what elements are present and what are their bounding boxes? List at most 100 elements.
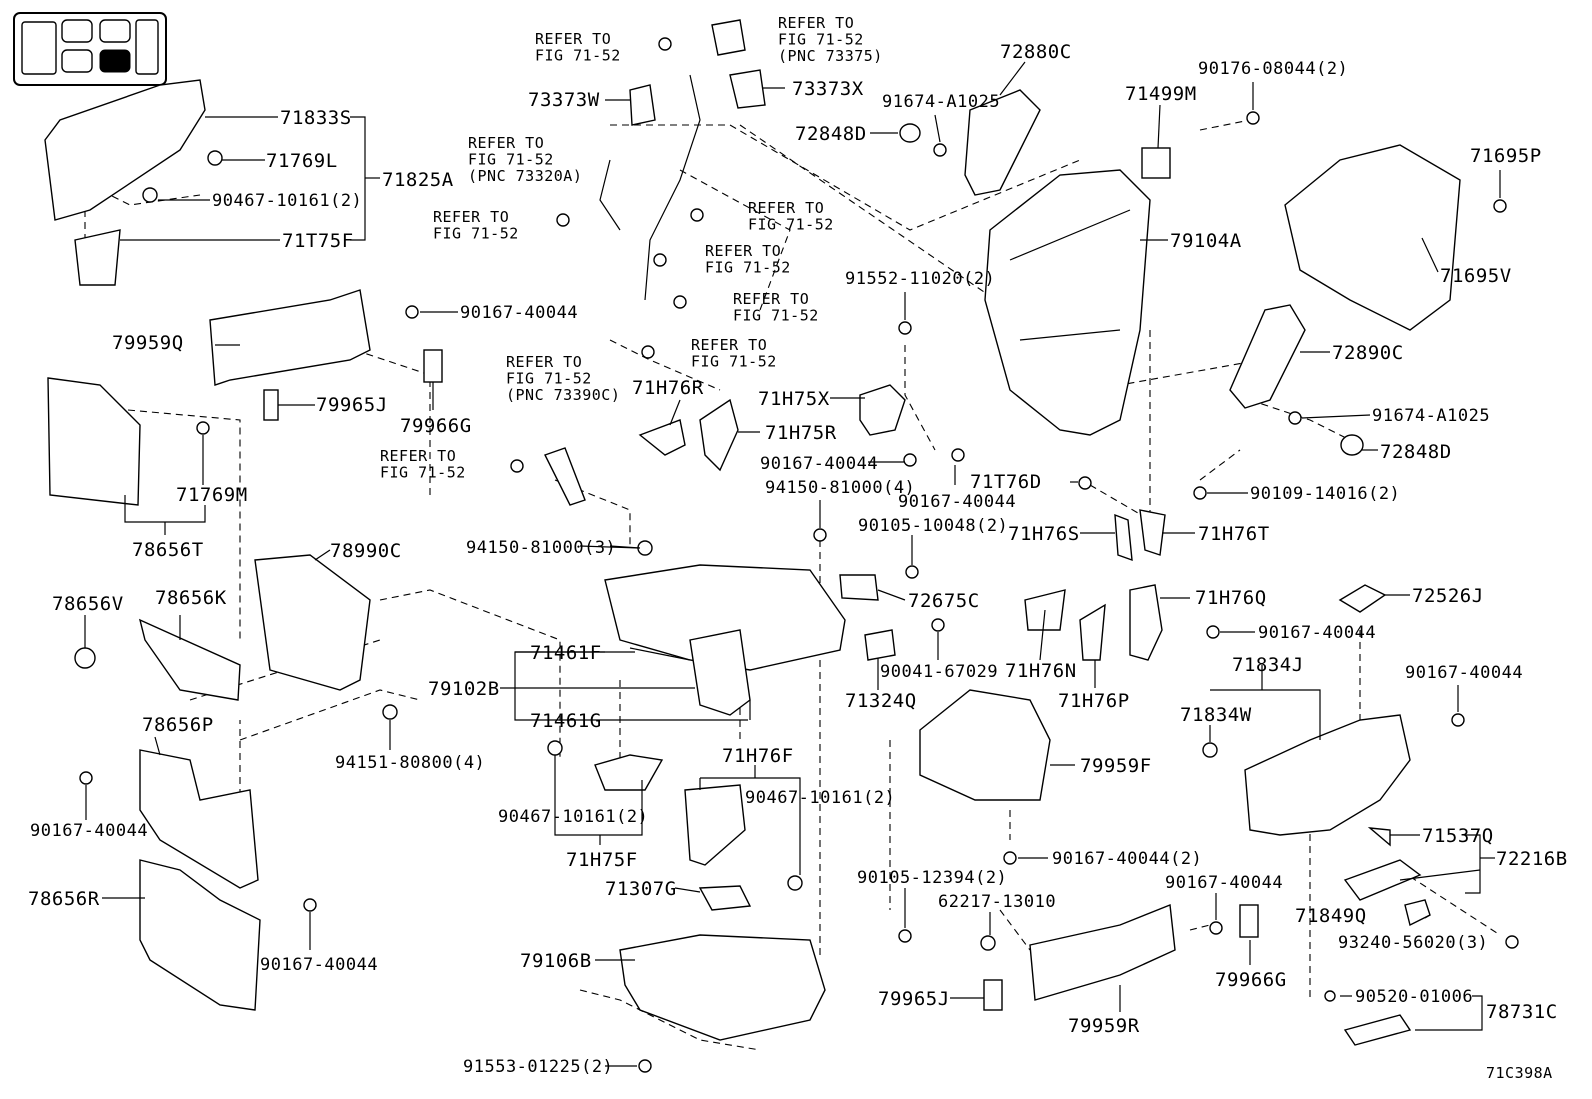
part-label: 71695P [1470, 145, 1542, 167]
part-label: 71537Q [1422, 825, 1494, 847]
refer-note-line: REFER TO [778, 14, 854, 32]
part-label: 78731C [1486, 1001, 1558, 1023]
refer-note-line: FIG 71-52 [748, 216, 834, 234]
part-label: 90109-14016(2) [1250, 484, 1400, 504]
part-label: 79965J [878, 988, 950, 1010]
part-label: 78656K [155, 587, 227, 609]
part-label: 72890C [1332, 342, 1404, 364]
part-label: 90467-10161(2) [745, 788, 895, 808]
part-label: 71T76D [970, 471, 1042, 493]
part-label: 90041-67029 [880, 662, 998, 682]
part-label: 71H75X [758, 388, 830, 410]
part-label: 71H76P [1058, 690, 1130, 712]
part-label: 91674-A1025 [882, 92, 1000, 112]
part-label: 71695V [1440, 265, 1512, 287]
part-label: 78656T [132, 539, 204, 561]
part-label: 71769L [266, 150, 338, 172]
refer-note-line: (PNC 73375) [778, 47, 883, 65]
refer-note-line: REFER TO [691, 336, 767, 354]
part-label: 79102B [428, 678, 500, 700]
part-label: 71324Q [845, 690, 917, 712]
part-label: 62217-13010 [938, 892, 1056, 912]
part-label: 90167-40044 [760, 454, 878, 474]
part-label: 73373X [792, 78, 864, 100]
fasteners [79, 37, 1519, 1073]
part-label: 72675C [908, 590, 980, 612]
part-label: 78656R [28, 888, 100, 910]
refer-note-line: FIG 71-52 [535, 47, 621, 65]
figure-code: 71C398A [1486, 1064, 1553, 1082]
part-label: 79966G [400, 415, 472, 437]
part-label: 71H76S [1008, 523, 1080, 545]
part-label: 71849Q [1295, 905, 1367, 927]
part-label: 71769M [176, 484, 248, 506]
refer-note-line: REFER TO [380, 447, 456, 465]
part-label: 90467-10161(2) [498, 807, 648, 827]
part-label: 78656V [52, 593, 124, 615]
refer-note-line: REFER TO [535, 30, 611, 48]
part-label: 91553-01225(2) [463, 1057, 613, 1077]
part-label: 73373W [528, 89, 600, 111]
part-label: 90167-40044 [1258, 623, 1376, 643]
refer-note-line: REFER TO [506, 353, 582, 371]
part-label: 90167-40044 [898, 492, 1016, 512]
part-label: 71307G [605, 878, 677, 900]
seat-locator-icon [13, 12, 167, 86]
part-shapes [44, 19, 1461, 1046]
part-label: 71834J [1232, 654, 1304, 676]
part-label: 71H75R [765, 422, 837, 444]
refer-note-line: (PNC 73320A) [468, 167, 582, 185]
part-label: 79966G [1215, 969, 1287, 991]
refer-note-line: FIG 71-52 [705, 259, 791, 277]
part-label: 79965J [316, 394, 388, 416]
part-label: 90520-01006 [1355, 987, 1473, 1007]
part-label: 71461F [530, 642, 602, 664]
part-label: 71833S [280, 107, 352, 129]
refer-note-line: REFER TO [433, 208, 509, 226]
part-label: 90176-08044(2) [1198, 59, 1348, 79]
refer-note-line: FIG 71-52 [506, 370, 592, 388]
refer-note-line: REFER TO [468, 134, 544, 152]
refer-note-line: FIG 71-52 [733, 307, 819, 325]
part-label: 90167-40044 [30, 821, 148, 841]
part-label: 78656P [142, 714, 214, 736]
part-label: 71H76N [1005, 660, 1077, 682]
part-label: 90167-40044 [1165, 873, 1283, 893]
part-label: 79959R [1068, 1015, 1140, 1037]
part-label: 71T75F [282, 230, 354, 252]
part-label: 72848D [1380, 441, 1452, 463]
part-label: 71461G [530, 710, 602, 732]
part-label: 71H75F [566, 849, 638, 871]
refer-note-line: FIG 71-52 [691, 353, 777, 371]
part-label: 71825A [382, 169, 454, 191]
part-label: 71H76T [1198, 523, 1270, 545]
part-label: 93240-56020(3) [1338, 933, 1488, 953]
part-label: 90105-12394(2) [857, 868, 1007, 888]
part-labels: 71833S 71769L 71825A 90467-10161(2) 71T7… [28, 41, 1567, 1077]
part-label: 79959Q [112, 332, 184, 354]
refer-note-line: (PNC 73390C) [506, 386, 620, 404]
part-label: 91552-11020(2) [845, 269, 995, 289]
refer-note-line: FIG 71-52 [433, 225, 519, 243]
refer-note-line: REFER TO [748, 199, 824, 217]
part-label: 94151-80800(4) [335, 753, 485, 773]
part-label: 94150-81000(3) [466, 538, 616, 558]
part-label: 72526J [1412, 585, 1484, 607]
part-label: 90167-40044(2) [1052, 849, 1202, 869]
part-label: 90167-40044 [260, 955, 378, 975]
part-label: 90167-40044 [460, 303, 578, 323]
part-label: 79106B [520, 950, 592, 972]
part-label: 72880C [1000, 41, 1072, 63]
refer-note-line: FIG 71-52 [468, 151, 554, 169]
part-label: 79959F [1080, 755, 1152, 777]
part-label: 90467-10161(2) [212, 191, 362, 211]
part-label: 79104A [1170, 230, 1242, 252]
part-label: 78990C [330, 540, 402, 562]
